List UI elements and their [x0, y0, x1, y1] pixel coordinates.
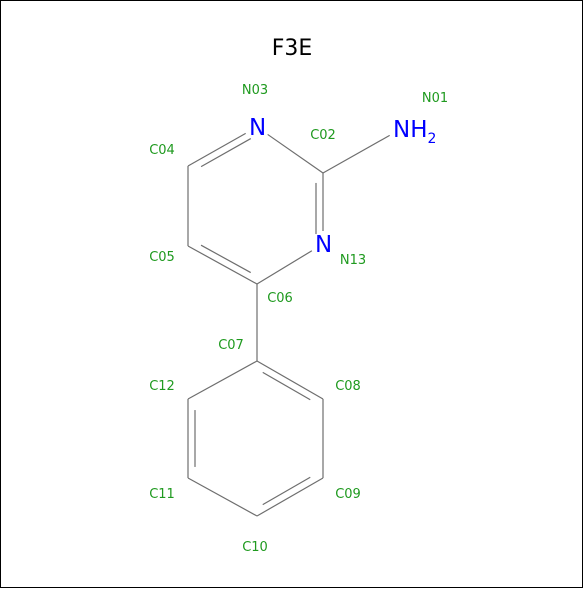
- atom-id-c11: C11: [149, 487, 175, 502]
- atom-symbol-n13: N: [315, 232, 332, 258]
- atom-id-n13: N13: [340, 253, 366, 268]
- bond-C10-C11: [187, 477, 258, 517]
- bond-C11-C12: [187, 399, 196, 478]
- bond-C09-C10: [256, 476, 324, 517]
- atom-symbol-n01: NH2: [393, 117, 436, 147]
- atom-id-n01: N01: [422, 91, 448, 106]
- atom-id-c08: C08: [335, 379, 361, 394]
- atom-id-c02: C02: [310, 128, 336, 143]
- atom-id-c09: C09: [335, 487, 361, 502]
- atom-id-c04: C04: [149, 143, 175, 158]
- atom-symbol-text: NH: [393, 117, 428, 143]
- atom-symbol-n03: N: [249, 115, 266, 141]
- bond-C02-N01: [322, 134, 390, 174]
- atom-id-c07: C07: [218, 338, 244, 353]
- bond-C07-C08: [256, 360, 324, 401]
- bonds-layer: [187, 132, 390, 517]
- molecule-title: F3E: [272, 36, 313, 61]
- bond-C05-C06: [187, 244, 258, 285]
- bond-C02-N03: [267, 133, 324, 174]
- bond-N03-C04: [187, 132, 252, 168]
- atom-symbol-text: N: [315, 232, 332, 258]
- atom-id-c12: C12: [149, 379, 175, 394]
- atom-symbol-text: N: [249, 115, 266, 141]
- atom-id-n03: N03: [242, 83, 268, 98]
- bond-C12-C07: [187, 360, 258, 400]
- atom-symbol-subscript: 2: [428, 131, 437, 147]
- atom-id-c10: C10: [242, 540, 268, 555]
- atom-id-c05: C05: [149, 250, 175, 265]
- atom-id-c06: C06: [267, 291, 293, 306]
- bond-N13-C02: [315, 173, 324, 235]
- bond-C06-N13: [256, 250, 313, 285]
